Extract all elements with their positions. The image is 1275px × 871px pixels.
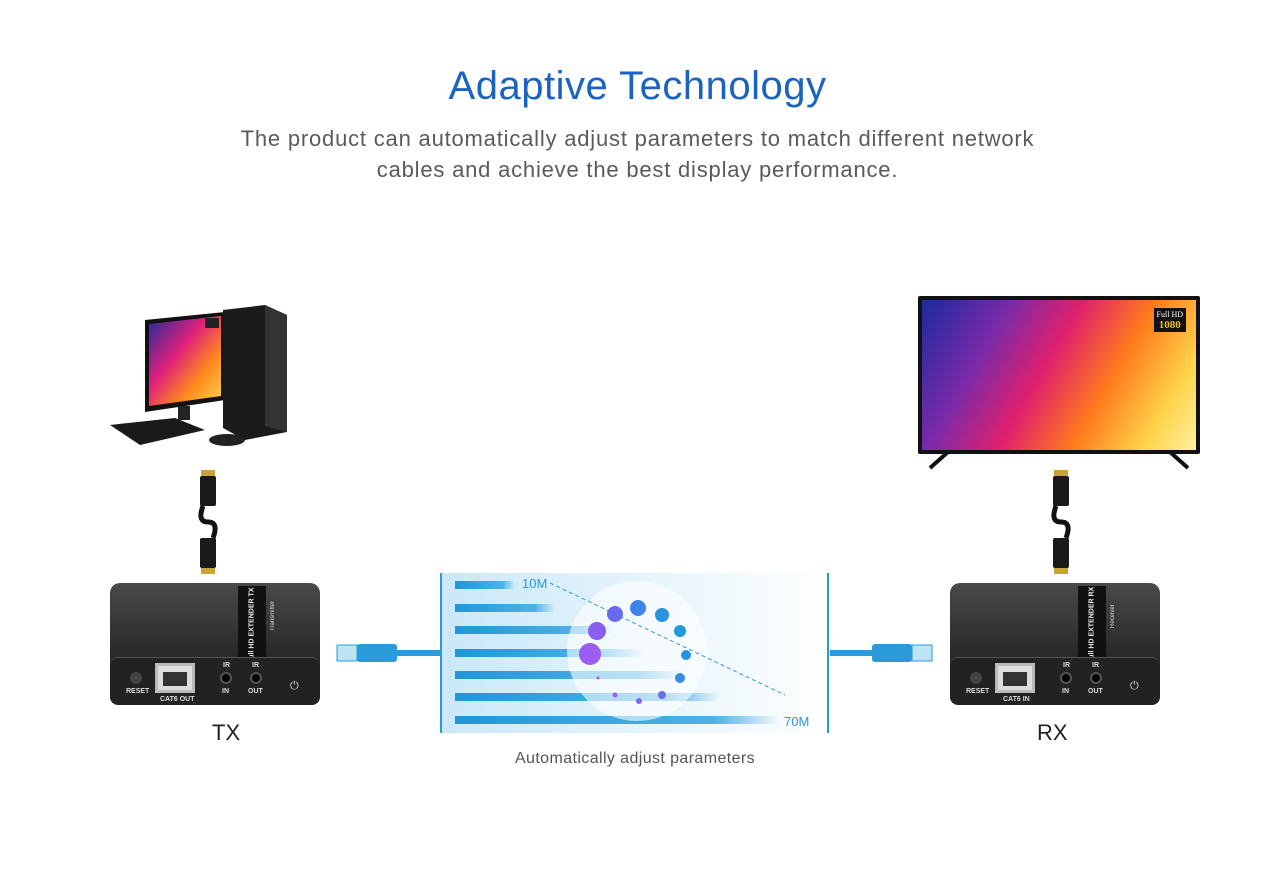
max-distance-label: 70M bbox=[784, 714, 810, 729]
port-label: CAT6 IN bbox=[1003, 696, 1030, 703]
tx-band-label: Full HD EXTENDER TX bbox=[248, 587, 256, 663]
subtitle-line-1: The product can automatically adjust par… bbox=[240, 126, 1035, 151]
rx-band-sub: Receiver bbox=[1110, 604, 1116, 628]
ir-label: IR bbox=[1092, 662, 1099, 669]
min-distance-label: 10M bbox=[522, 576, 548, 591]
ir-in-label: IN bbox=[222, 688, 229, 695]
tx-device: Full HD EXTENDER TX Transmitter RESET CA… bbox=[110, 583, 320, 705]
page-title: Adaptive Technology bbox=[448, 64, 827, 108]
badge-line-1: Full HD bbox=[1156, 310, 1183, 319]
tv-illustration: Full HD 1080 bbox=[918, 296, 1200, 454]
hdmi-cable-tx bbox=[198, 470, 218, 574]
rx-band-label: Full HD EXTENDER RX bbox=[1088, 586, 1096, 664]
badge-line-2: 1080 bbox=[1158, 319, 1181, 331]
ethernet-cable-tx bbox=[336, 644, 441, 662]
reset-button[interactable] bbox=[130, 672, 142, 684]
subtitle-line-2: cables and achieve the best display perf… bbox=[376, 157, 899, 182]
full-hd-badge: Full HD 1080 bbox=[1153, 308, 1186, 332]
port-label: CAT6 OUT bbox=[160, 696, 195, 703]
computer-illustration bbox=[110, 305, 287, 446]
ir-out-jack bbox=[1090, 672, 1102, 684]
ir-label: IR bbox=[1063, 662, 1070, 669]
ir-in-jack bbox=[220, 672, 232, 684]
rj45-port bbox=[155, 663, 195, 693]
reset-button[interactable] bbox=[970, 672, 982, 684]
adaptive-panel bbox=[440, 573, 830, 733]
panel-caption: Automatically adjust parameters bbox=[514, 750, 756, 767]
tx-band-sub: Transmitter bbox=[270, 600, 276, 632]
ethernet-cable-rx bbox=[828, 644, 933, 662]
loading-spinner-icon bbox=[579, 600, 691, 704]
ir-in-jack bbox=[1060, 672, 1072, 684]
reset-label: RESET bbox=[966, 688, 990, 695]
rx-device: Full HD EXTENDER RX Receiver RESET CAT6 … bbox=[950, 583, 1160, 705]
rx-label: RX bbox=[1037, 720, 1068, 745]
power-icon: ⏻ bbox=[290, 680, 299, 692]
tx-band: Full HD EXTENDER TX bbox=[238, 586, 266, 664]
subtitle: The product can automatically adjust par… bbox=[150, 123, 1125, 185]
tv-stand bbox=[928, 452, 1190, 470]
ir-out-label: OUT bbox=[1088, 688, 1103, 695]
ir-out-label: OUT bbox=[248, 688, 263, 695]
ir-in-label: IN bbox=[1062, 688, 1069, 695]
ir-label: IR bbox=[252, 662, 259, 669]
hdmi-cable-rx bbox=[1051, 470, 1071, 574]
rx-band: Full HD EXTENDER RX bbox=[1078, 586, 1106, 664]
tx-label: TX bbox=[212, 720, 241, 745]
ir-label: IR bbox=[223, 662, 230, 669]
reset-label: RESET bbox=[126, 688, 150, 695]
ir-out-jack bbox=[250, 672, 262, 684]
rj45-port bbox=[995, 663, 1035, 693]
power-icon: ⏻ bbox=[1130, 680, 1139, 692]
